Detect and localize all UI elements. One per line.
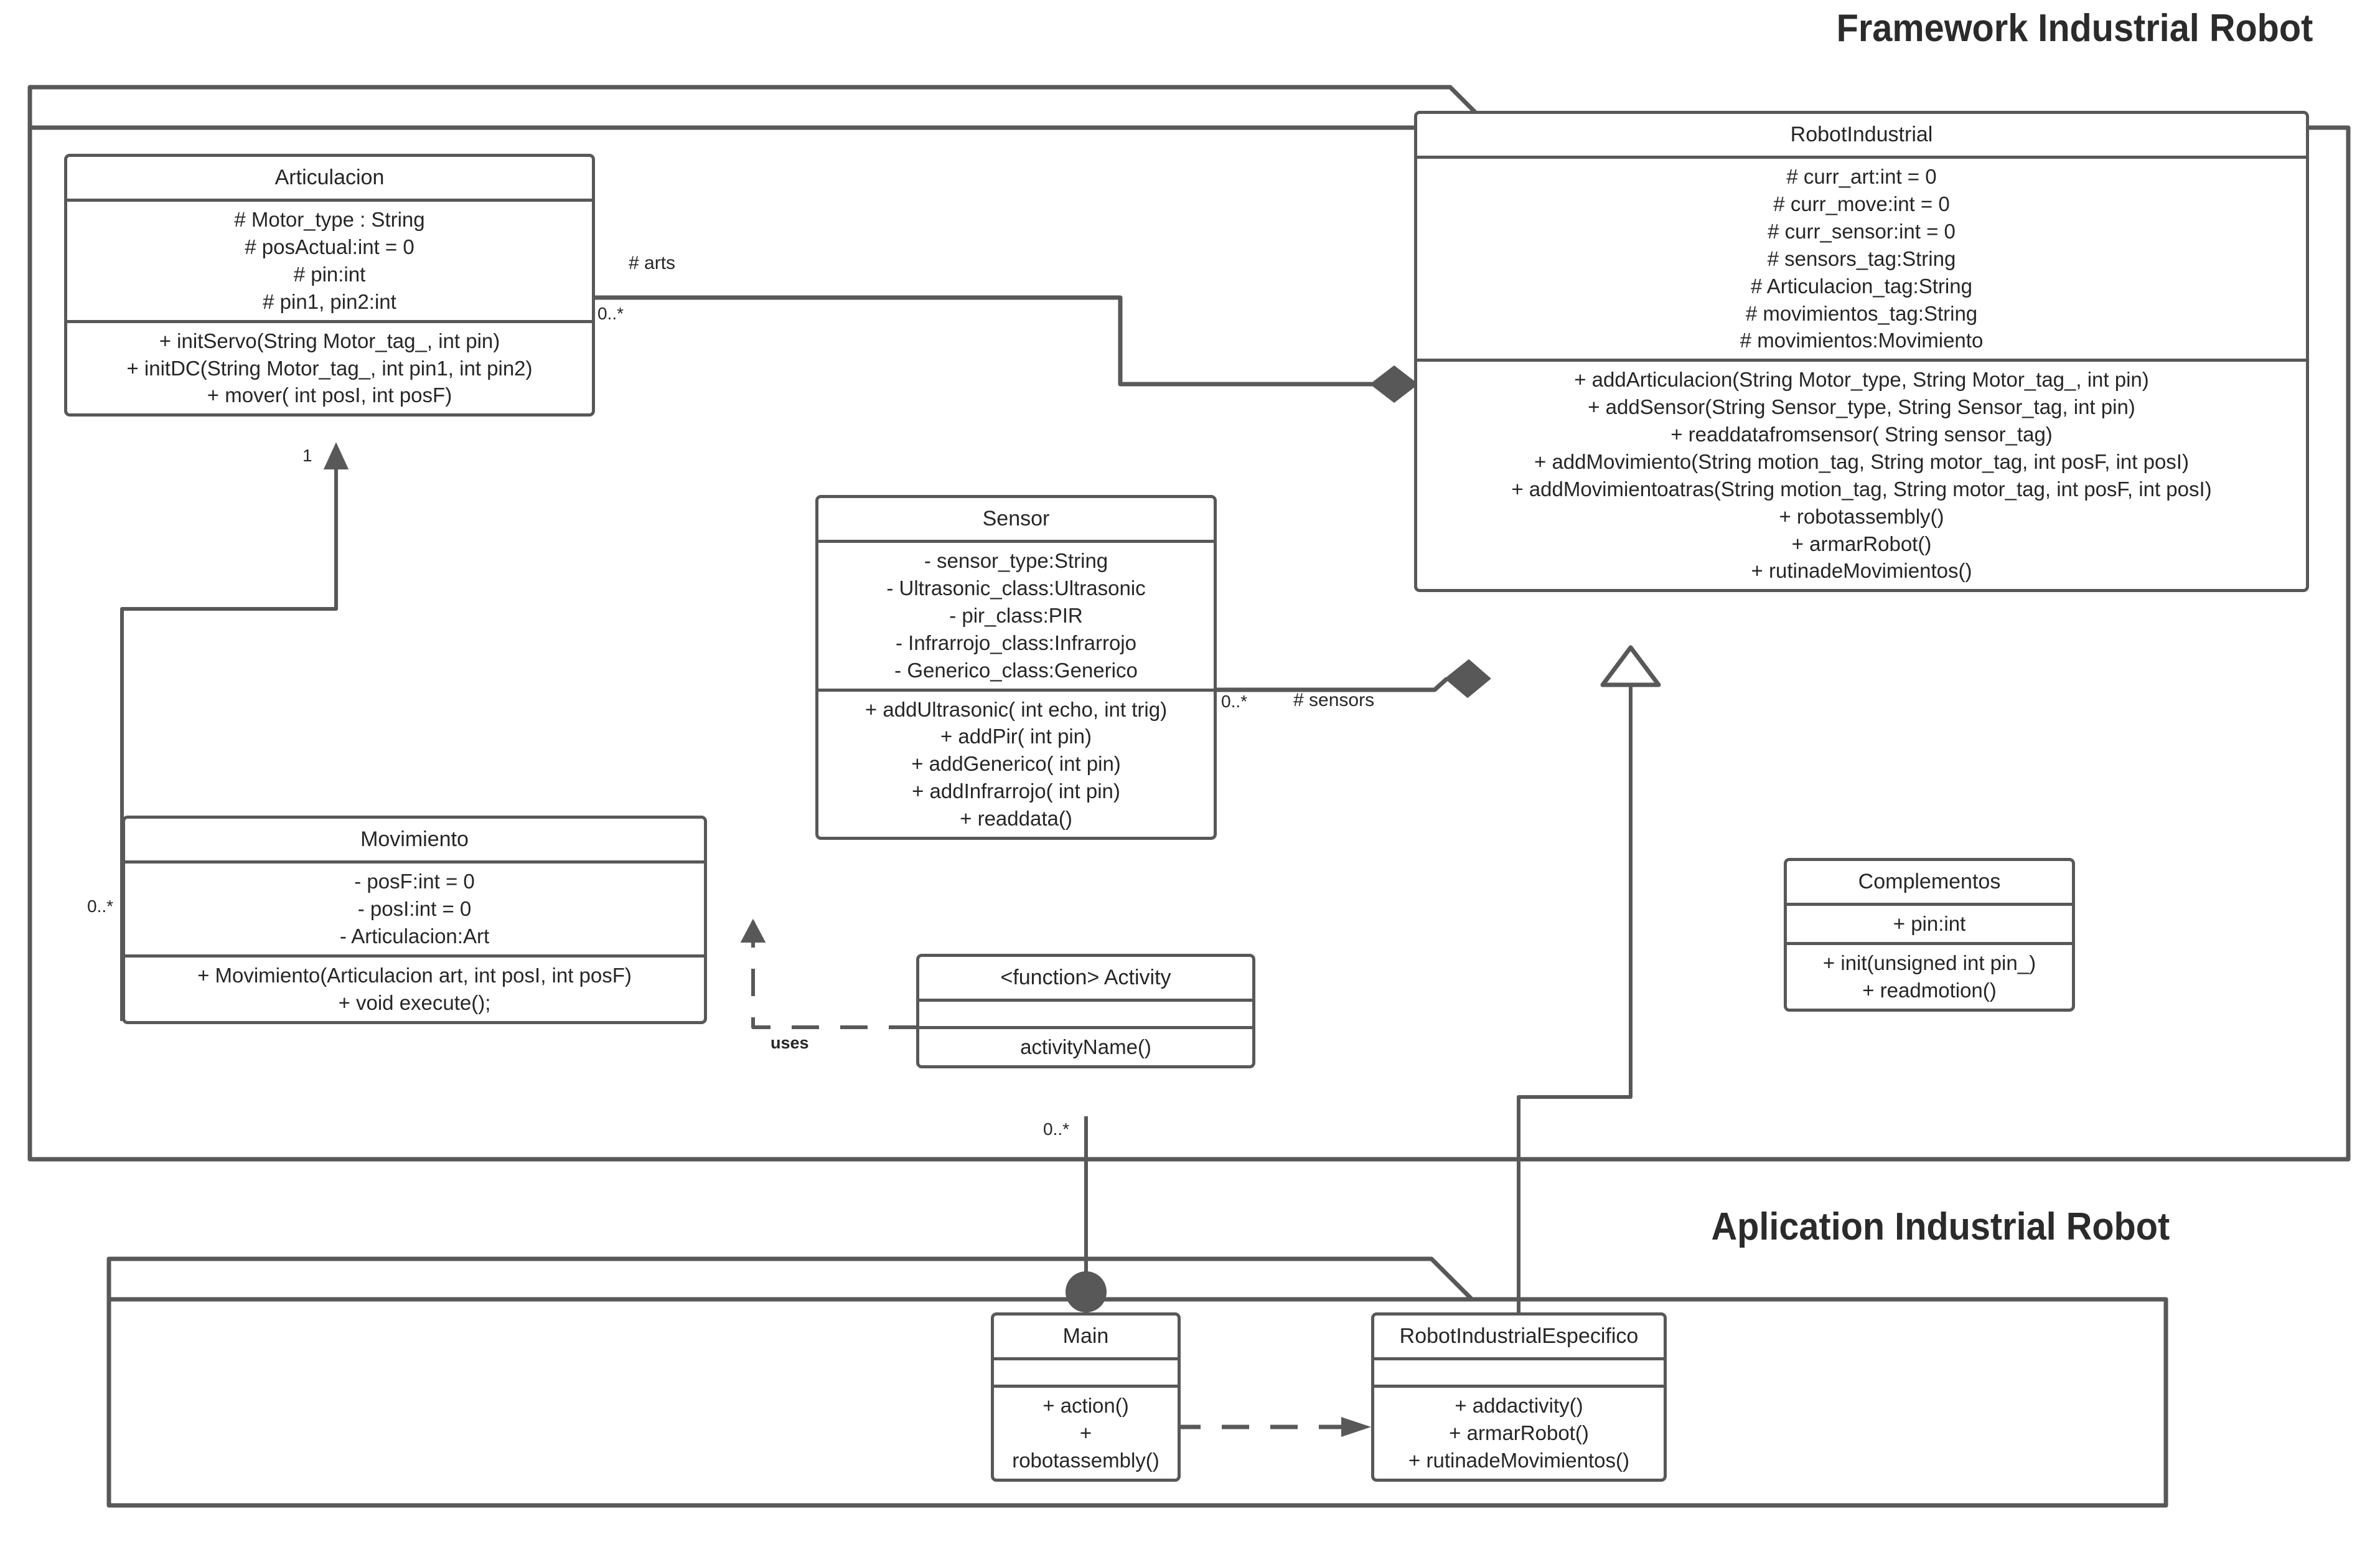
operation: + initDC(String Motor_tag_, int pin1, in… bbox=[126, 356, 533, 380]
class-robotindustrial-name: RobotIndustrial bbox=[1790, 123, 1933, 146]
attribute: - sensor_type:String bbox=[924, 549, 1108, 573]
attribute: # Motor_type : String bbox=[234, 208, 425, 232]
operation: + mover( int posI, int posF) bbox=[207, 384, 452, 407]
class-movimiento-attributes: - posF:int = 0 - posI:int = 0 - Articula… bbox=[125, 860, 704, 954]
class-movimiento-name: Movimiento bbox=[360, 827, 469, 851]
operation: + readdata() bbox=[960, 807, 1072, 831]
operation: + addMovimiento(String motion_tag, Strin… bbox=[1534, 450, 2189, 473]
class-activity-operations: activityName() bbox=[919, 1026, 1252, 1065]
attribute: # curr_art:int = 0 bbox=[1786, 165, 1937, 189]
edge-label-arts-multiplicity: 0..* bbox=[597, 304, 624, 323]
operation: + addArticulacion(String Motor_type, Str… bbox=[1574, 368, 2149, 392]
operation: robotassembly() bbox=[1012, 1448, 1160, 1472]
package-title-aplication: Aplication Industrial Robot bbox=[1711, 1205, 2170, 1248]
attribute: + pin:int bbox=[1893, 912, 1966, 936]
class-articulacion-operations: + initServo(String Motor_tag_, int pin) … bbox=[67, 319, 592, 414]
class-robotindustrial-attributes: # curr_art:int = 0 # curr_move:int = 0 #… bbox=[1417, 156, 2306, 359]
operation: + rutinadeMovimientos() bbox=[1408, 1448, 1629, 1472]
attribute: - Infrarrojo_class:Infrarrojo bbox=[896, 631, 1136, 654]
edge-activity-uses-movimiento bbox=[740, 918, 916, 1029]
class-main-attributes bbox=[994, 1357, 1178, 1385]
class-main[interactable]: Main + action() + robotassembly() bbox=[991, 1312, 1181, 1482]
class-movimiento[interactable]: Movimiento - posF:int = 0 - posI:int = 0… bbox=[122, 816, 707, 1024]
class-complementos-attributes: + pin:int bbox=[1787, 903, 2072, 942]
operation: + armarRobot() bbox=[1449, 1421, 1589, 1445]
operation: + addSensor(String Sensor_type, String S… bbox=[1588, 395, 2135, 419]
class-activity-name: <function> Activity bbox=[1000, 966, 1171, 989]
class-robotindustrialespecifico-attributes bbox=[1374, 1357, 1664, 1385]
edge-label-sensors-role: # sensors bbox=[1293, 690, 1375, 710]
operation: + readmotion() bbox=[1862, 978, 1997, 1002]
class-movimiento-operations: + Movimiento(Articulacion art, int posI,… bbox=[125, 954, 704, 1021]
class-activity-attributes bbox=[919, 999, 1252, 1026]
operation: + bbox=[1079, 1421, 1092, 1445]
edge-label-arts-role: # arts bbox=[629, 253, 676, 273]
class-main-name: Main bbox=[1062, 1324, 1109, 1348]
class-complementos[interactable]: Complementos + pin:int + init(unsigned i… bbox=[1784, 858, 2075, 1012]
attribute: # posActual:int = 0 bbox=[245, 235, 415, 259]
operation: + addPir( int pin) bbox=[940, 725, 1092, 748]
operation: + void execute(); bbox=[338, 991, 491, 1014]
class-articulacion-name: Articulacion bbox=[274, 166, 385, 189]
attribute: # pin:int bbox=[293, 262, 366, 286]
class-complementos-operations: + init(unsigned int pin_) + readmotion() bbox=[1787, 942, 2072, 1009]
operation: + init(unsigned int pin_) bbox=[1822, 951, 2036, 975]
edge-activity-main bbox=[1066, 1116, 1107, 1315]
edge-main-robotindustrialespecifico bbox=[1173, 1417, 1371, 1437]
attribute: # curr_sensor:int = 0 bbox=[1768, 219, 1956, 243]
class-main-operations: + action() + robotassembly() bbox=[994, 1385, 1178, 1479]
operation: activityName() bbox=[1020, 1035, 1151, 1059]
class-robotindustrialespecifico[interactable]: RobotIndustrialEspecifico + addactivity(… bbox=[1371, 1312, 1667, 1482]
attribute: # pin1, pin2:int bbox=[263, 290, 396, 313]
edge-label-activity-main-multiplicity: 0..* bbox=[1043, 1119, 1070, 1139]
operation: + action() bbox=[1042, 1394, 1129, 1418]
operation: + addMovimientoatras(String motion_tag, … bbox=[1511, 477, 2212, 501]
class-sensor-name: Sensor bbox=[982, 507, 1050, 530]
attribute: - posI:int = 0 bbox=[357, 897, 472, 921]
class-sensor-attributes: - sensor_type:String - Ultrasonic_class:… bbox=[818, 540, 1214, 688]
attribute: # movimientos_tag:String bbox=[1745, 301, 1978, 325]
operation: + addactivity() bbox=[1455, 1394, 1583, 1418]
attribute: - Generico_class:Generico bbox=[894, 658, 1138, 682]
class-sensor-operations: + addUltrasonic( int echo, int trig) + a… bbox=[818, 688, 1214, 837]
package-title-framework: Framework Industrial Robot bbox=[1836, 7, 2313, 50]
edge-label-uses: uses bbox=[771, 1033, 809, 1052]
operation: + rutinadeMovimientos() bbox=[1751, 559, 1972, 583]
operation: + addUltrasonic( int echo, int trig) bbox=[864, 697, 1168, 721]
attribute: # Articulacion_tag:String bbox=[1751, 274, 1972, 298]
class-robotindustrial[interactable]: RobotIndustrial # curr_art:int = 0 # cur… bbox=[1414, 111, 2309, 593]
edge-articulacion-robotindustrial bbox=[594, 295, 1419, 403]
edge-label-movimiento-multiplicity-many: 0..* bbox=[87, 897, 114, 916]
operation: + robotassembly() bbox=[1779, 504, 1944, 528]
edge-generalization-robotindustrial bbox=[1517, 645, 1661, 1329]
operation: + Movimiento(Articulacion art, int posI,… bbox=[197, 963, 632, 987]
class-complementos-name: Complementos bbox=[1858, 870, 2001, 893]
attribute: # sensors_tag:String bbox=[1767, 247, 1956, 270]
class-robotindustrialespecifico-operations: + addactivity() + armarRobot() + rutinad… bbox=[1374, 1385, 1664, 1479]
class-articulacion-attributes: # Motor_type : String # posActual:int = … bbox=[67, 199, 592, 320]
attribute: # movimientos:Movimiento bbox=[1740, 329, 1984, 352]
class-robotindustrial-operations: + addArticulacion(String Motor_type, Str… bbox=[1417, 359, 2306, 589]
edge-label-sensors-multiplicity: 0..* bbox=[1221, 692, 1248, 711]
attribute: - posF:int = 0 bbox=[354, 870, 475, 893]
class-robotindustrialespecifico-name: RobotIndustrialEspecifico bbox=[1399, 1324, 1639, 1348]
class-sensor[interactable]: Sensor - sensor_type:String - Ultrasonic… bbox=[815, 495, 1217, 840]
edge-label-articulacion-multiplicity-one: 1 bbox=[302, 446, 312, 465]
class-activity[interactable]: <function> Activity activityName() bbox=[916, 954, 1255, 1069]
class-articulacion[interactable]: Articulacion # Motor_type : String # pos… bbox=[64, 154, 595, 417]
operation: + addInfrarrojo( int pin) bbox=[912, 779, 1120, 803]
attribute: - pir_class:PIR bbox=[949, 603, 1083, 627]
operation: + readdatafromsensor( String sensor_tag) bbox=[1670, 423, 2053, 446]
attribute: - Ultrasonic_class:Ultrasonic bbox=[886, 577, 1146, 600]
operation: + armarRobot() bbox=[1791, 532, 1932, 555]
attribute: # curr_move:int = 0 bbox=[1773, 192, 1950, 216]
operation: + addGenerico( int pin) bbox=[911, 752, 1121, 776]
operation: + initServo(String Motor_tag_, int pin) bbox=[159, 329, 500, 352]
attribute: - Articulacion:Art bbox=[339, 924, 490, 948]
